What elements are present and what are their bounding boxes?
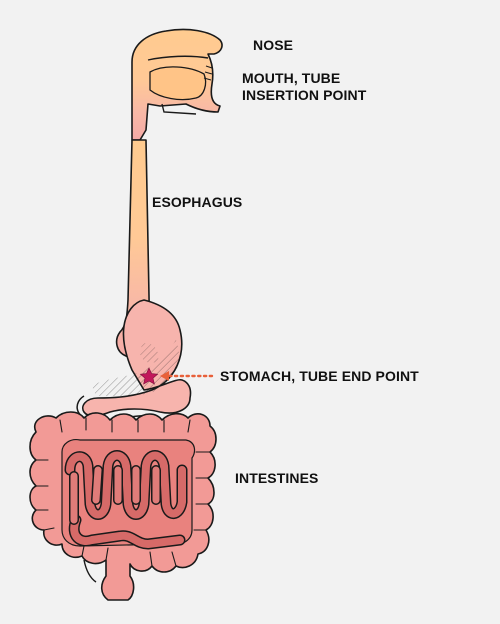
- head-cavity: [131, 28, 223, 141]
- star-icon: [139, 367, 159, 385]
- esophagus-label: ESOPHAGUS: [152, 194, 243, 210]
- nose-label: NOSE: [253, 37, 294, 53]
- dotted-arrow-icon: [160, 371, 214, 381]
- mouth-label-line-1: MOUTH, TUBE: [242, 70, 341, 86]
- mouth-label: MOUTH, TUBE INSERTION POINT: [242, 70, 366, 104]
- stomach-label: STOMACH, TUBE END POINT: [220, 368, 419, 384]
- mouth-label-line-2: INSERTION POINT: [242, 87, 367, 103]
- small-intestine: [64, 450, 188, 550]
- intestines-label: INTESTINES: [235, 470, 319, 486]
- stomach: [76, 299, 192, 422]
